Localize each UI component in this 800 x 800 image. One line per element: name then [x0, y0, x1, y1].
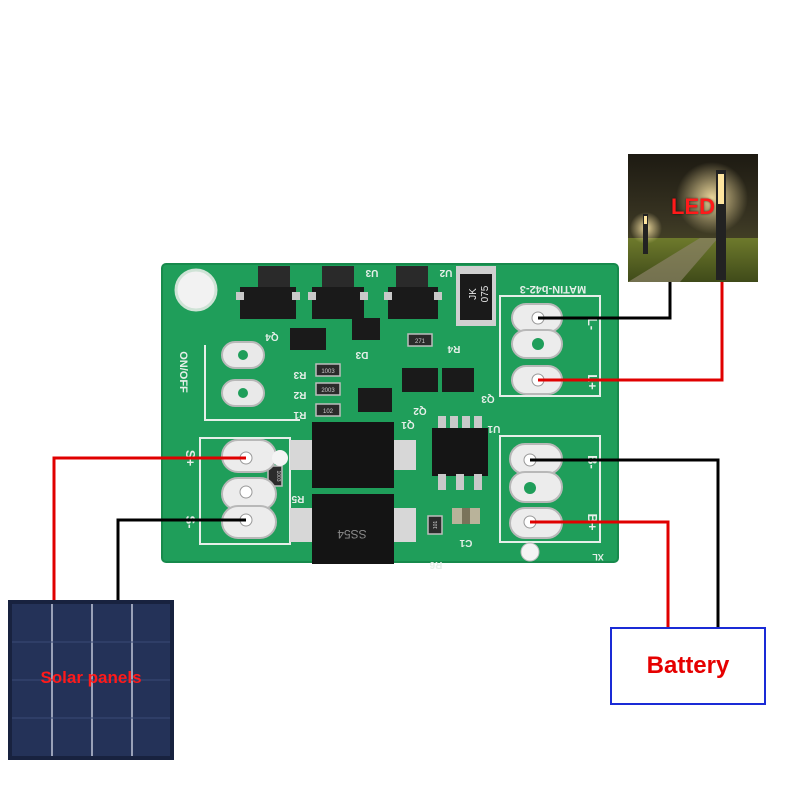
- label-q2: Q2: [413, 405, 427, 416]
- resistor-r1-marking: 102: [323, 409, 334, 415]
- transistor-q2: [358, 388, 392, 412]
- label-q1: Q1: [401, 419, 415, 430]
- label-q4: Q4: [265, 331, 279, 342]
- label-u2: U2: [439, 267, 452, 278]
- battery-label: Battery: [646, 652, 730, 679]
- label-r2: R2: [293, 389, 306, 400]
- resistor-r3-marking: 1003: [321, 369, 335, 375]
- transistor-q3-right: [442, 368, 474, 392]
- led-lamp-image: [628, 154, 758, 282]
- pad-label-led-plus: L+: [585, 374, 600, 390]
- resistor-r5-marking: 1003: [275, 470, 281, 481]
- resistor-r2-marking: 2003: [321, 388, 335, 394]
- mounting-hole: [174, 268, 218, 312]
- wire-led-positive: [538, 282, 724, 382]
- resistor-r4: [407, 333, 433, 347]
- label-q3: Q3: [481, 393, 495, 404]
- resistor-r1: [315, 403, 341, 417]
- led-label: LED: [671, 194, 715, 219]
- solar-panels-label: Solar panels: [40, 668, 142, 687]
- wire-led-negative: [538, 282, 672, 320]
- silkscreen-box-battery: [499, 435, 601, 543]
- label-r6: R6: [429, 559, 442, 570]
- transistor-q4: [290, 328, 326, 350]
- label-r5: R5: [291, 493, 304, 504]
- pcb-board: MATIN-b42-3 ON/OFF S+ S- L- L+ B- B+ U3 …: [161, 263, 619, 570]
- label-u1: U1: [487, 423, 500, 434]
- label-d3: D3: [355, 349, 368, 360]
- switch-pads: [221, 341, 265, 407]
- board-model-label: MATIN-b42-3: [520, 283, 586, 295]
- label-r1: R1: [293, 409, 306, 420]
- chip-jk-marking: JK: [468, 288, 479, 300]
- resistor-r3: [315, 363, 341, 377]
- capacitor-c1: [452, 508, 480, 524]
- wire-battery-negative: [530, 458, 720, 627]
- pad-label-solar-minus: S-: [183, 516, 198, 529]
- resistor-r6: [427, 515, 443, 535]
- resistor-r4-marking: 271: [415, 339, 426, 345]
- wires: [52, 282, 724, 627]
- diode-lower: [290, 494, 416, 564]
- transistor-u2: [384, 266, 442, 319]
- pad-label-led-minus: L-: [585, 318, 600, 330]
- solar-panel-image: [8, 600, 174, 760]
- wire-battery-positive: [530, 520, 670, 627]
- chip-jk: [456, 266, 496, 326]
- silkscreen-box-solar: [199, 437, 291, 545]
- pad-label-battery-minus: B-: [585, 455, 600, 469]
- label-c1: C1: [459, 537, 472, 548]
- label-xl: XL: [592, 552, 604, 562]
- transistor-left: [236, 266, 300, 319]
- ic-u1: [432, 416, 488, 490]
- diode-upper: [290, 422, 416, 488]
- switch-label: ON/OFF: [177, 351, 189, 393]
- battery-box: Battery: [610, 627, 766, 705]
- chip-jk-code: 075: [480, 285, 491, 302]
- wire-solar-positive: [52, 456, 246, 600]
- resistor-r6-marking: 101: [433, 521, 439, 530]
- silkscreen-outline-left: [204, 345, 300, 421]
- label-r4: R4: [447, 343, 460, 354]
- diode-marking: SS54: [337, 527, 367, 541]
- transistor-u3: [308, 266, 368, 319]
- wire-solar-negative: [116, 518, 246, 600]
- resistor-r2: [315, 382, 341, 396]
- label-r3: R3: [293, 369, 306, 380]
- transistor-d3: [352, 318, 380, 340]
- silkscreen-box-led: [499, 295, 601, 397]
- label-u3: U3: [365, 267, 378, 278]
- transistor-q3-left: [402, 368, 438, 392]
- solar-pads: [221, 439, 288, 539]
